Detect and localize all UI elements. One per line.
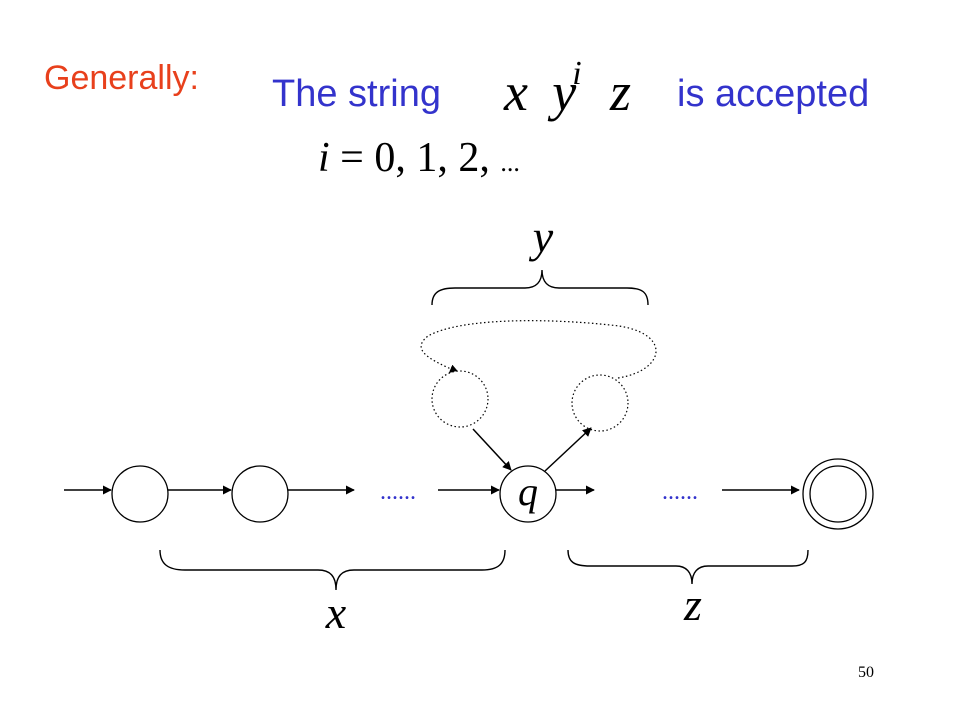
range-ellipsis: ... <box>500 148 520 177</box>
arrow-q-loopright <box>544 427 592 472</box>
math-expression-xyiz: x yi z <box>504 55 632 130</box>
expr-y: y <box>552 62 577 122</box>
state-loop-right <box>571 374 629 432</box>
ellipsis-left: ...... <box>380 479 416 505</box>
heading-generally: Generally: <box>44 59 199 97</box>
brace-label-z: z <box>683 579 702 630</box>
range-var: i <box>318 135 330 181</box>
state-start <box>111 465 169 523</box>
slide-number: 50 <box>858 664 874 681</box>
brace-x <box>159 549 506 591</box>
brace-y <box>431 269 649 306</box>
brace-z <box>567 549 809 585</box>
state-loop-left <box>431 370 489 428</box>
expr-exponent-i: i <box>572 55 582 92</box>
loop-path <box>420 320 657 379</box>
phrase-is-accepted: is accepted <box>677 73 870 115</box>
brace-label-y: y <box>529 211 554 262</box>
math-index-range: i = 0, 1, 2, ... <box>318 134 520 187</box>
range-list: 0, 1, 2, <box>374 135 501 181</box>
range-eq: = <box>329 135 375 181</box>
phrase-the-string: The string <box>272 73 441 115</box>
state-accept-inner <box>809 465 867 523</box>
state-q-label: q <box>518 469 538 514</box>
brace-label-x: x <box>325 587 347 638</box>
state-second <box>231 465 289 523</box>
arrow-loopleft-q <box>472 428 512 471</box>
expr-x: x <box>504 62 528 122</box>
ellipsis-right: ...... <box>662 479 698 505</box>
state-q <box>499 465 557 523</box>
expr-z: z <box>610 62 632 122</box>
